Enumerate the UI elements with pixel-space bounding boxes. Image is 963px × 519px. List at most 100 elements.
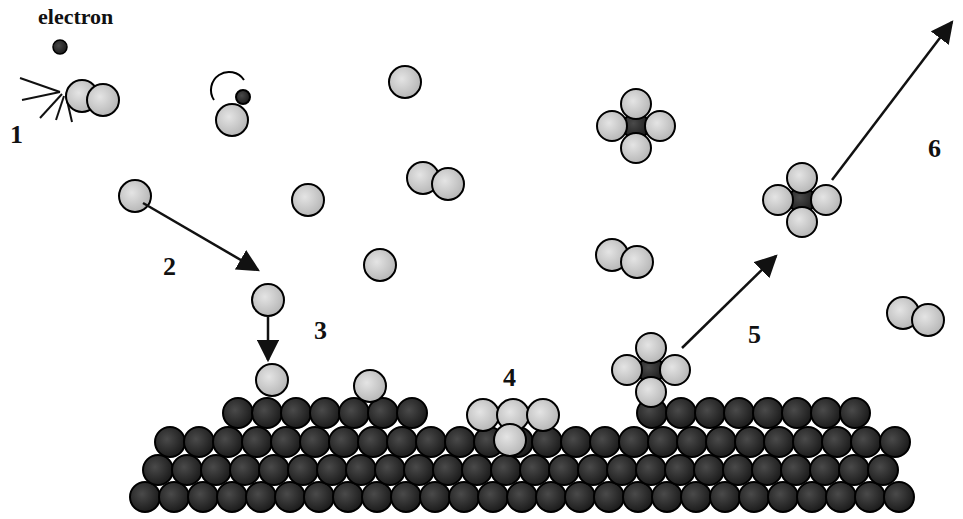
substrate-atom	[652, 482, 682, 512]
radical-atom	[119, 180, 151, 212]
fragment-atom	[211, 72, 244, 100]
substrate-atom	[752, 455, 782, 485]
substrate-atom	[478, 482, 508, 512]
substrate-atom	[317, 455, 347, 485]
substrate-atom	[768, 482, 798, 512]
substrate-atom	[159, 482, 189, 512]
substrate-atom	[619, 427, 649, 457]
substrate-atom	[590, 427, 620, 457]
substrate-atom	[753, 398, 783, 428]
substrate-atom	[839, 455, 869, 485]
substrate-atom	[868, 455, 898, 485]
substrate-atom	[694, 455, 724, 485]
product-atom	[645, 111, 675, 141]
substrate-atom	[623, 482, 653, 512]
substrate-atom	[143, 455, 173, 485]
substrate-atom	[362, 482, 392, 512]
substrate-atom	[536, 482, 566, 512]
substrate-atom	[822, 427, 852, 457]
product-atom	[660, 355, 690, 385]
radical-atom	[389, 66, 421, 98]
substrate-atom	[491, 455, 521, 485]
radical-atom	[252, 284, 284, 316]
substrate-atom	[404, 455, 434, 485]
substrate-atom	[739, 482, 769, 512]
product-atom	[636, 333, 666, 363]
radical-atom	[256, 364, 288, 396]
substrate-atom	[339, 398, 369, 428]
radical-atom	[912, 304, 944, 336]
substrate-atom	[416, 427, 446, 457]
callout-number: 4	[503, 365, 516, 391]
arrow-desorption	[682, 256, 776, 348]
radical-atom	[364, 249, 396, 281]
substrate-atom	[304, 482, 334, 512]
substrate-atom	[723, 455, 753, 485]
callout-number: 6	[928, 136, 941, 162]
electron-dot	[236, 90, 250, 104]
substrate-atom	[252, 398, 282, 428]
substrate-atom	[710, 482, 740, 512]
substrate-atom	[520, 455, 550, 485]
substrate-atom	[188, 482, 218, 512]
product-atom	[621, 89, 651, 119]
product-atom	[612, 355, 642, 385]
substrate-atom	[172, 455, 202, 485]
substrate-atom	[223, 398, 253, 428]
substrate-atom	[433, 455, 463, 485]
substrate-atom	[346, 455, 376, 485]
product-atom	[787, 207, 817, 237]
substrate-atom	[677, 427, 707, 457]
arrow-removal	[832, 22, 952, 180]
substrate-atom	[607, 455, 637, 485]
callout-number: 3	[314, 318, 327, 344]
substrate-atom	[445, 427, 475, 457]
substrate-atom	[391, 482, 421, 512]
substrate-atom	[666, 398, 696, 428]
substrate-atom	[565, 482, 595, 512]
electron-dot	[53, 40, 67, 54]
substrate-atom	[764, 427, 794, 457]
radical-atom	[621, 246, 653, 278]
callout-number: 5	[748, 322, 761, 348]
substrate-atom	[259, 455, 289, 485]
radical-atom	[467, 399, 499, 431]
callout-number: 2	[163, 254, 176, 280]
callout-number: 1	[10, 122, 23, 148]
substrate-atom	[797, 482, 827, 512]
substrate-atom	[561, 427, 591, 457]
substrate-atom	[665, 455, 695, 485]
substrate-atom	[230, 455, 260, 485]
gas-species	[66, 66, 944, 456]
substrate-atom	[826, 482, 856, 512]
product-atom	[621, 133, 651, 163]
arrow-adsorption	[267, 316, 270, 360]
substrate-atom	[811, 398, 841, 428]
substrate-atom	[300, 427, 330, 457]
substrate-atom	[578, 455, 608, 485]
product-atom	[597, 111, 627, 141]
substrate-atom	[594, 482, 624, 512]
substrate-atom	[449, 482, 479, 512]
substrate-atom	[724, 398, 754, 428]
substrate-atom	[242, 427, 272, 457]
substrate-atom	[782, 398, 812, 428]
substrate-atom	[735, 427, 765, 457]
substrate-atom	[793, 427, 823, 457]
radical-atom	[216, 104, 248, 136]
substrate-atom	[310, 398, 340, 428]
substrate-atom	[201, 455, 231, 485]
radical-atom	[527, 399, 559, 431]
species-label: electron	[38, 6, 113, 28]
substrate-atom	[217, 482, 247, 512]
substrate-atom	[810, 455, 840, 485]
substrate-atom	[851, 427, 881, 457]
product-atom	[811, 185, 841, 215]
substrate-atom	[884, 482, 914, 512]
substrate-atom	[246, 482, 276, 512]
substrate-atom	[681, 482, 711, 512]
substrate-atom	[271, 427, 301, 457]
substrate-atom	[213, 427, 243, 457]
arrow-transport	[143, 203, 258, 270]
substrate-atom	[358, 427, 388, 457]
